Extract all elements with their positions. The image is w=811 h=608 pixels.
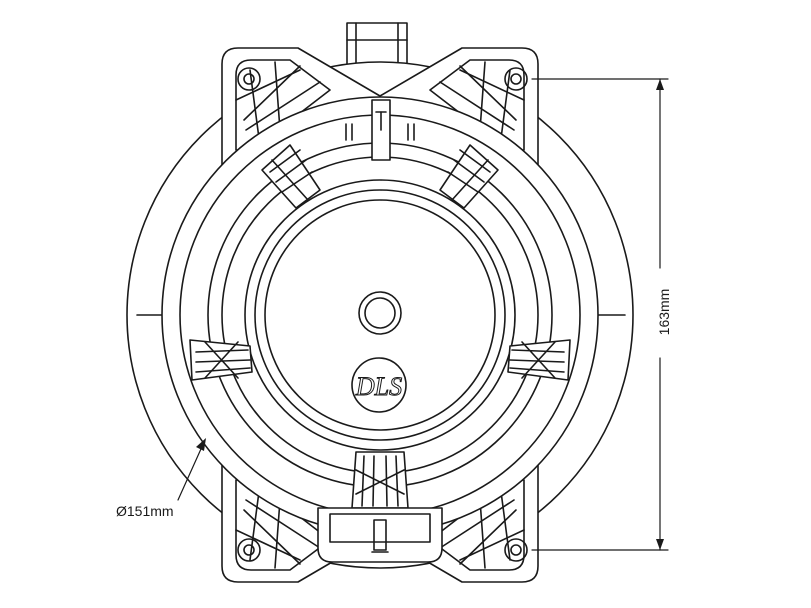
arrow-up — [656, 79, 664, 90]
basket-ring-3 — [244, 179, 516, 451]
spoke-right — [507, 339, 571, 381]
height-label: 163mm — [656, 288, 672, 336]
motor-ring-inner — [264, 199, 496, 431]
spoke-left — [189, 339, 253, 381]
height-dimension — [531, 78, 669, 551]
dust-cap-outer — [358, 291, 402, 335]
logo-mark: DLS — [355, 372, 402, 401]
diameter-label: Ø151mm — [116, 503, 174, 519]
logo-badge — [351, 357, 407, 413]
diameter-leader — [177, 439, 206, 501]
lattice-top-right — [429, 59, 528, 151]
bottom-terminal — [317, 507, 443, 563]
motor-ring-outer — [254, 189, 506, 441]
spoke-top-right — [439, 144, 499, 209]
dust-cap-inner — [364, 297, 396, 329]
spoke-bottom — [351, 451, 409, 509]
leader-arrow — [196, 438, 206, 451]
top-terminal — [345, 99, 415, 161]
arrow-down — [656, 539, 664, 550]
spoke-top-left — [261, 144, 321, 209]
